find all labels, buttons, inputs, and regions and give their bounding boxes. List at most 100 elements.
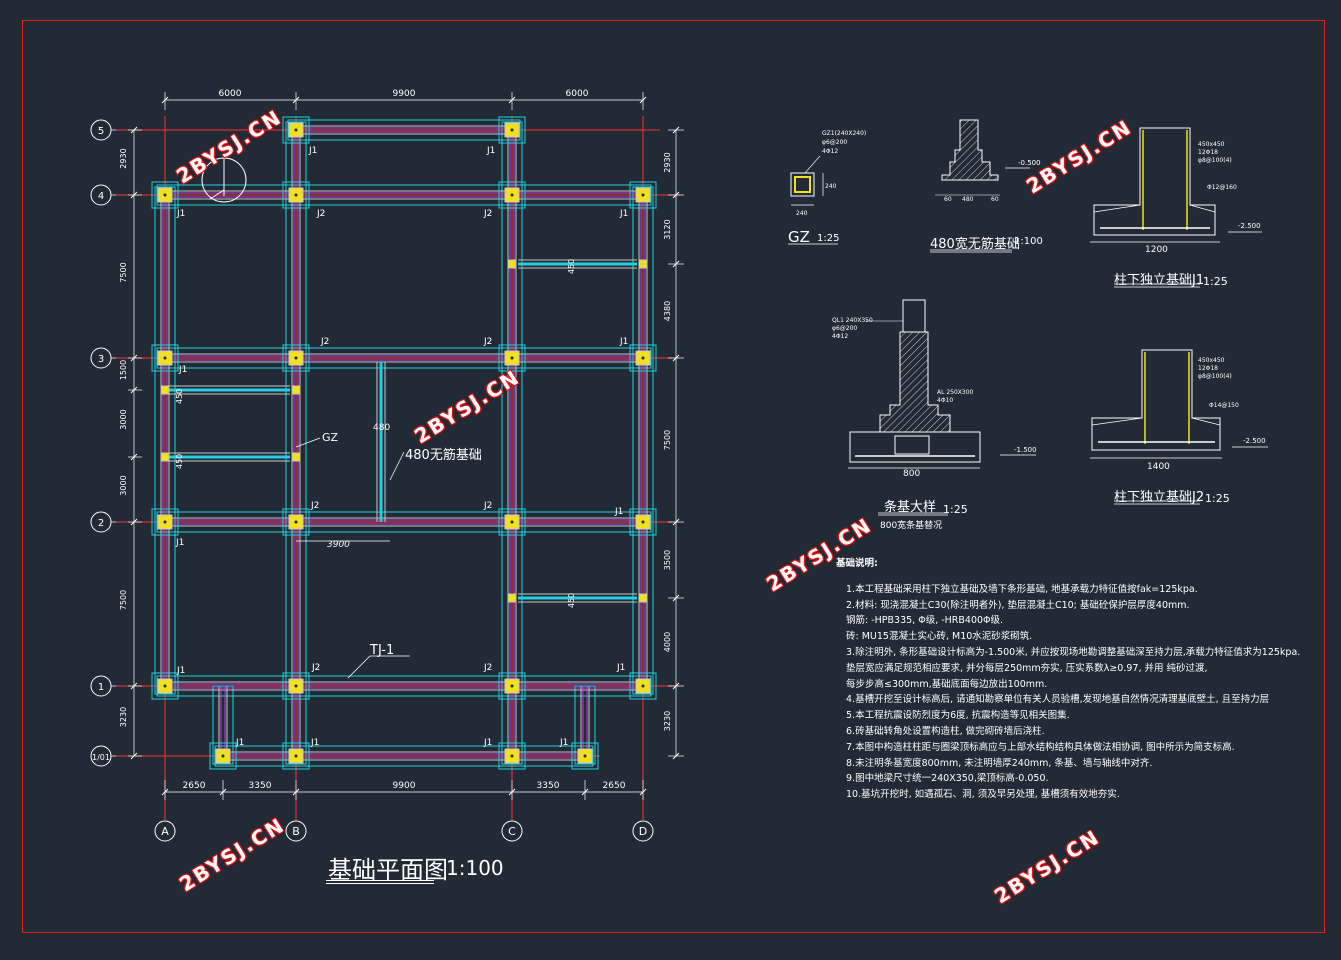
grid-label: D <box>639 825 647 838</box>
column-footing <box>282 344 310 372</box>
grid-label: 1 <box>98 682 104 693</box>
note-text: 4Φ12 <box>832 333 848 340</box>
gz-column <box>638 259 648 269</box>
dim-tick <box>672 354 680 362</box>
footing-label: J1 <box>310 738 319 748</box>
gz-column <box>160 385 170 395</box>
note-text: Φ12@160 <box>1207 184 1237 191</box>
column-dot <box>163 684 167 688</box>
column-dot <box>510 754 514 758</box>
dim-text: 240 <box>825 183 837 190</box>
wujin-section <box>941 119 999 181</box>
footing-label: J1 <box>483 738 492 748</box>
j1-title: 柱下独立基础J1 <box>1114 273 1205 288</box>
column-footing <box>151 344 179 372</box>
column-dot <box>221 754 225 758</box>
label-gz: GZ <box>322 431 339 444</box>
notes-heading: 基础说明: <box>836 558 878 569</box>
column-dot <box>641 193 645 197</box>
j2-section <box>1191 417 1221 426</box>
strip-footing <box>212 685 234 765</box>
dim-tick <box>639 788 647 796</box>
column-footing <box>571 742 599 770</box>
note-text: 450x450 <box>1198 357 1225 364</box>
j2-title: 柱下独立基础J2 <box>1114 490 1205 505</box>
column-footing <box>151 508 179 536</box>
dim-text: 4000 <box>663 632 672 652</box>
dim-text: 2930 <box>119 148 128 168</box>
column-dot <box>294 128 298 132</box>
dim-tick <box>672 594 680 602</box>
gz-title: GZ <box>788 228 810 246</box>
note-line: 1.本工程基础采用柱下独立基础及墙下条形基础, 地基承载力特征值按fak=125… <box>846 583 1198 595</box>
column-dot <box>163 520 167 524</box>
column-footing <box>282 116 310 144</box>
footing-label: J1 <box>486 146 495 156</box>
elev-text: -2.500 <box>1243 437 1266 445</box>
dim-text: 1400 <box>1147 462 1170 472</box>
column-footing <box>209 742 237 770</box>
dim-tick <box>130 386 138 394</box>
footing-label: J2 <box>320 337 329 347</box>
note-text: 12Φ18 <box>1198 365 1218 372</box>
leader-line <box>804 155 821 174</box>
dim-text: 9900 <box>393 89 416 99</box>
elev-text: -0.500 <box>1018 159 1041 167</box>
footing-label: J1 <box>235 738 244 748</box>
elev-text: -1.500 <box>1014 446 1037 454</box>
column-dot <box>294 684 298 688</box>
column-footing <box>498 742 526 770</box>
dim-text: 2650 <box>603 781 626 791</box>
footing-label: J2 <box>483 501 492 511</box>
column-dot <box>641 684 645 688</box>
grid-label: 4 <box>98 191 104 202</box>
j1-section <box>1189 204 1216 213</box>
footing-label: J1 <box>175 538 184 548</box>
note-line: 2.材料: 现浇混凝土C30(除注明者外), 垫层混凝土C10; 基础砼保护层厚… <box>846 599 1190 611</box>
grid-bubble <box>285 820 307 842</box>
dim-tick <box>130 191 138 199</box>
note-text: φ8@100(4) <box>1198 373 1232 380</box>
note-text: 4Φ10 <box>937 397 953 404</box>
column-footing <box>151 181 179 209</box>
dim-tick <box>130 518 138 526</box>
north-symbol <box>209 189 225 200</box>
gz-column <box>291 385 301 395</box>
note-text: φ8@100(4) <box>1198 157 1232 164</box>
ql-beam <box>902 299 926 333</box>
j2-scale: 1:25 <box>1205 492 1230 505</box>
dim-tick <box>130 453 138 461</box>
tiao-title: 条基大样 <box>884 500 937 515</box>
note-line: 10.基坑开挖时, 如遇孤石、洞, 须及早另处理, 基槽须有效地夯实. <box>846 789 1120 801</box>
footing-label: J2 <box>310 501 319 511</box>
strip-footing <box>287 119 521 141</box>
dim-text: 6000 <box>219 89 242 99</box>
column-footing <box>498 344 526 372</box>
dim-text: 7500 <box>663 430 672 450</box>
footing-label: J2 <box>311 663 320 673</box>
dim-tick <box>292 96 300 104</box>
strip-footing <box>156 511 652 533</box>
tiao-wall <box>879 331 951 433</box>
column-footing <box>629 508 657 536</box>
dim-text: 9900 <box>393 781 416 791</box>
dim-tick <box>672 682 680 690</box>
leader-line <box>295 437 321 448</box>
note-line: 垫层宽应满足规范相应要求, 并分每层250mm夯实, 压实系数λ≥0.97, 并… <box>846 662 1208 674</box>
footing-label: J1 <box>176 666 185 676</box>
dim-text: 2930 <box>663 152 672 172</box>
column-footing <box>282 742 310 770</box>
note-line: 3.除注明外, 条形基础设计标高为-1.500米, 并应按现场地勘调整基础深至持… <box>846 646 1301 658</box>
label-3900: 3900 <box>327 540 350 550</box>
grid-label: B <box>292 825 300 838</box>
column-dot <box>641 356 645 360</box>
dim-tick <box>130 126 138 134</box>
note-text: φ6@200 <box>822 139 847 146</box>
dim-text: 60 <box>944 196 952 203</box>
dim-text: 2650 <box>183 781 206 791</box>
drawing-frame <box>22 20 1325 933</box>
grid-label: A <box>161 825 169 838</box>
grid-bubble <box>632 820 654 842</box>
footing-label: J2 <box>316 209 325 219</box>
